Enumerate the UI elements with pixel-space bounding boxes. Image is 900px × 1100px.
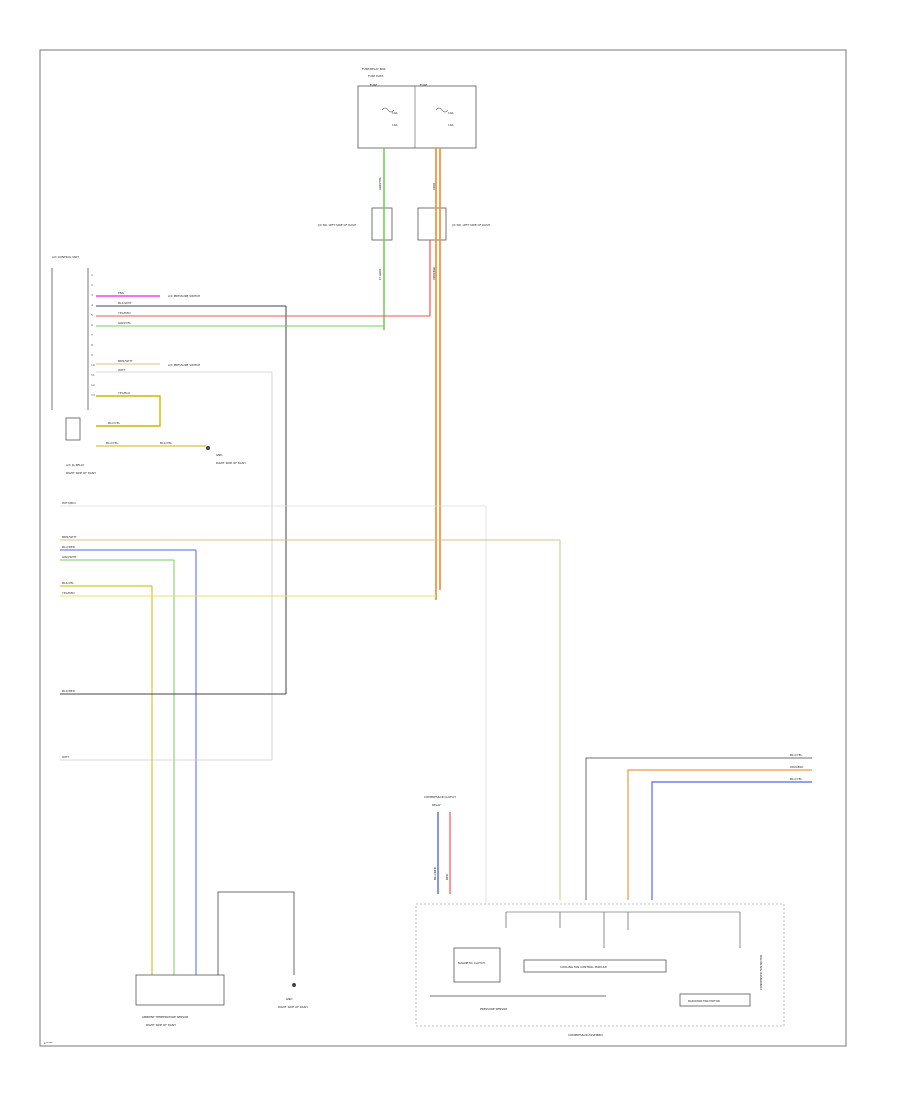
compressor-sub: RELAY [432,803,441,807]
junction-connector-right [417,207,447,241]
pin-10: 10 [91,363,95,367]
wire-label-brown-white: BRN/WHT [118,359,133,363]
wire-label-ground-1: BLU/YEL [106,441,119,445]
magnetic-clutch-label: MAGNETIC CLUTCH [458,961,485,965]
wire-label-black-yellow: BLK/YEL [62,581,74,585]
pin-2: 2 [91,283,93,287]
fuse-a3: 10A [448,111,454,115]
pin-13: 13 [91,393,95,397]
wire-label-ground-2: BLK/YEL [160,441,172,445]
wire-label-right-2: ORN/BLK [790,765,804,769]
wire-right-group-2 [627,769,812,900]
radiator-fan-box [679,993,751,1007]
wire-ambient-ground [217,891,295,975]
wire-label-black-white: BLK/WHT [118,301,132,305]
label-ac-pressure-switch: A/C PRESSURE SWITCH [168,294,200,298]
wire-label-relay-top: YEL/BLU [118,391,130,395]
condenser-fan-label: CONDENSER FAN MOTOR [759,955,763,990]
pin-6: 6 [91,323,93,327]
fuse-a4: 10A [448,123,454,127]
ambient-sensor-sub: RIGHT SIDE OF DASH [146,1023,176,1027]
magnetic-clutch-box [453,947,501,983]
wire-label-white-blue: WHT/BLU [62,501,76,505]
internal-wiring [505,911,741,948]
pin-11: 11 [91,373,95,377]
cooling-fan-box [523,959,667,973]
wire-label-orange-top: ORN [432,183,436,190]
wire-label-yellow-red-2: YEL/RED [62,591,75,595]
junction-right-label: J/C NO. LEFT SIDE OF DASH [451,223,490,227]
wire-label-white: WHT [62,755,69,759]
compressor-assembly-outline [415,903,785,1027]
ground-g2-sub: RIGHT SIDE OF DASH [278,1005,308,1009]
pin-8: 8 [91,343,93,347]
fuse-symbol-left [381,107,395,113]
wire-label-orange-mid: ORN/BLK [432,266,436,280]
fuse-a2: 10A [392,123,398,127]
ambient-sensor-box [135,974,225,1006]
wire-label-right-1: BLU/YEL [790,753,803,757]
wire-label-black-red: BLK/RED [62,689,76,693]
relay-left-label: A/C IG RELAY [66,463,85,467]
ground-g1-dot [206,446,210,450]
pin-12: 12 [91,383,95,387]
wire-right-group-3 [651,781,812,900]
pin-9: 9 [91,353,93,357]
junction-connector-left [371,207,393,241]
wire-label-right-3: BLU/YEL [790,777,803,781]
wire-right-group-1 [585,757,812,900]
wire-label-green-white: GRN/WHT [62,555,77,559]
fuse-relay-box [357,85,477,149]
wire-label-lt-grn: WHT [118,368,125,372]
ac-control-unit-label: A/C CONTROL UNIT [52,255,79,259]
wire-yellow-relay-loop [96,395,161,427]
fuse-left-label: FUSE [370,83,377,87]
diagram-frame [39,49,847,1047]
fuse-symbol-right [435,107,449,113]
fuse-a1: 10A [392,111,398,115]
pin-3: 3 [91,293,93,297]
wire-label-green-top: GRN/YEL [378,177,382,190]
wire-label-yellow-red: YEL/RED [118,311,131,315]
wire-label-pink: PNK [118,291,125,295]
pin-7: 7 [91,333,93,337]
compressor-title: COMPRESSOR CLUTCH [424,795,456,799]
wire-label-compressor-1: BLU/RED [433,866,437,880]
wire-label-brown-white-2: BRN/WHT [62,535,77,539]
ambient-sensor-label: AMBIENT TEMPERATURE SENSOR [142,1015,188,1019]
compressor-assembly-label: COMPRESSOR ASSEMBLY [568,1033,603,1037]
label-ac-pressure-switch-2: A/C PRESSURE SWITCH [168,363,200,367]
cooling-fan-label: COOLING FAN CONTROL MODULE [560,965,607,969]
pressure-sensor-label: PRESSURE SENSOR [480,1007,507,1011]
wire-label-compressor-2: RED [445,873,449,880]
ground-g1-label: GND [216,453,222,457]
ground-g1-sub: RIGHT SIDE OF DASH [216,461,246,465]
junction-left-label: J/C NO. LEFT SIDE OF DASH [317,223,356,227]
pin-1: 1 [91,273,93,277]
wire-label-blue-red: BLU/RED [62,545,76,549]
pin-4: 4 [91,303,93,307]
relay-switch [65,417,81,441]
fuse-right-label: FUSE [420,83,427,87]
pin-5: 5 [91,313,93,317]
wire-label-relay-bottom: BLU/YEL [108,421,121,425]
radiator-fan-label: RADIATOR FAN MOTOR [688,999,720,1003]
relay-left-sub: RIGHT SIDE OF DASH [66,471,96,475]
fuse-relay-box-title: FUSE/RELAY BOX [362,67,386,71]
ground-g2-dot [292,983,296,987]
wire-label-green-yellow: GRN/YEL [118,321,131,325]
fuse-relay-box-sub: FUSE DATA [368,74,383,78]
ground-g2-label: GND [286,997,292,1001]
wire-label-green-mid: LT GRN [378,269,382,280]
footer-code: L***** [44,1041,53,1045]
